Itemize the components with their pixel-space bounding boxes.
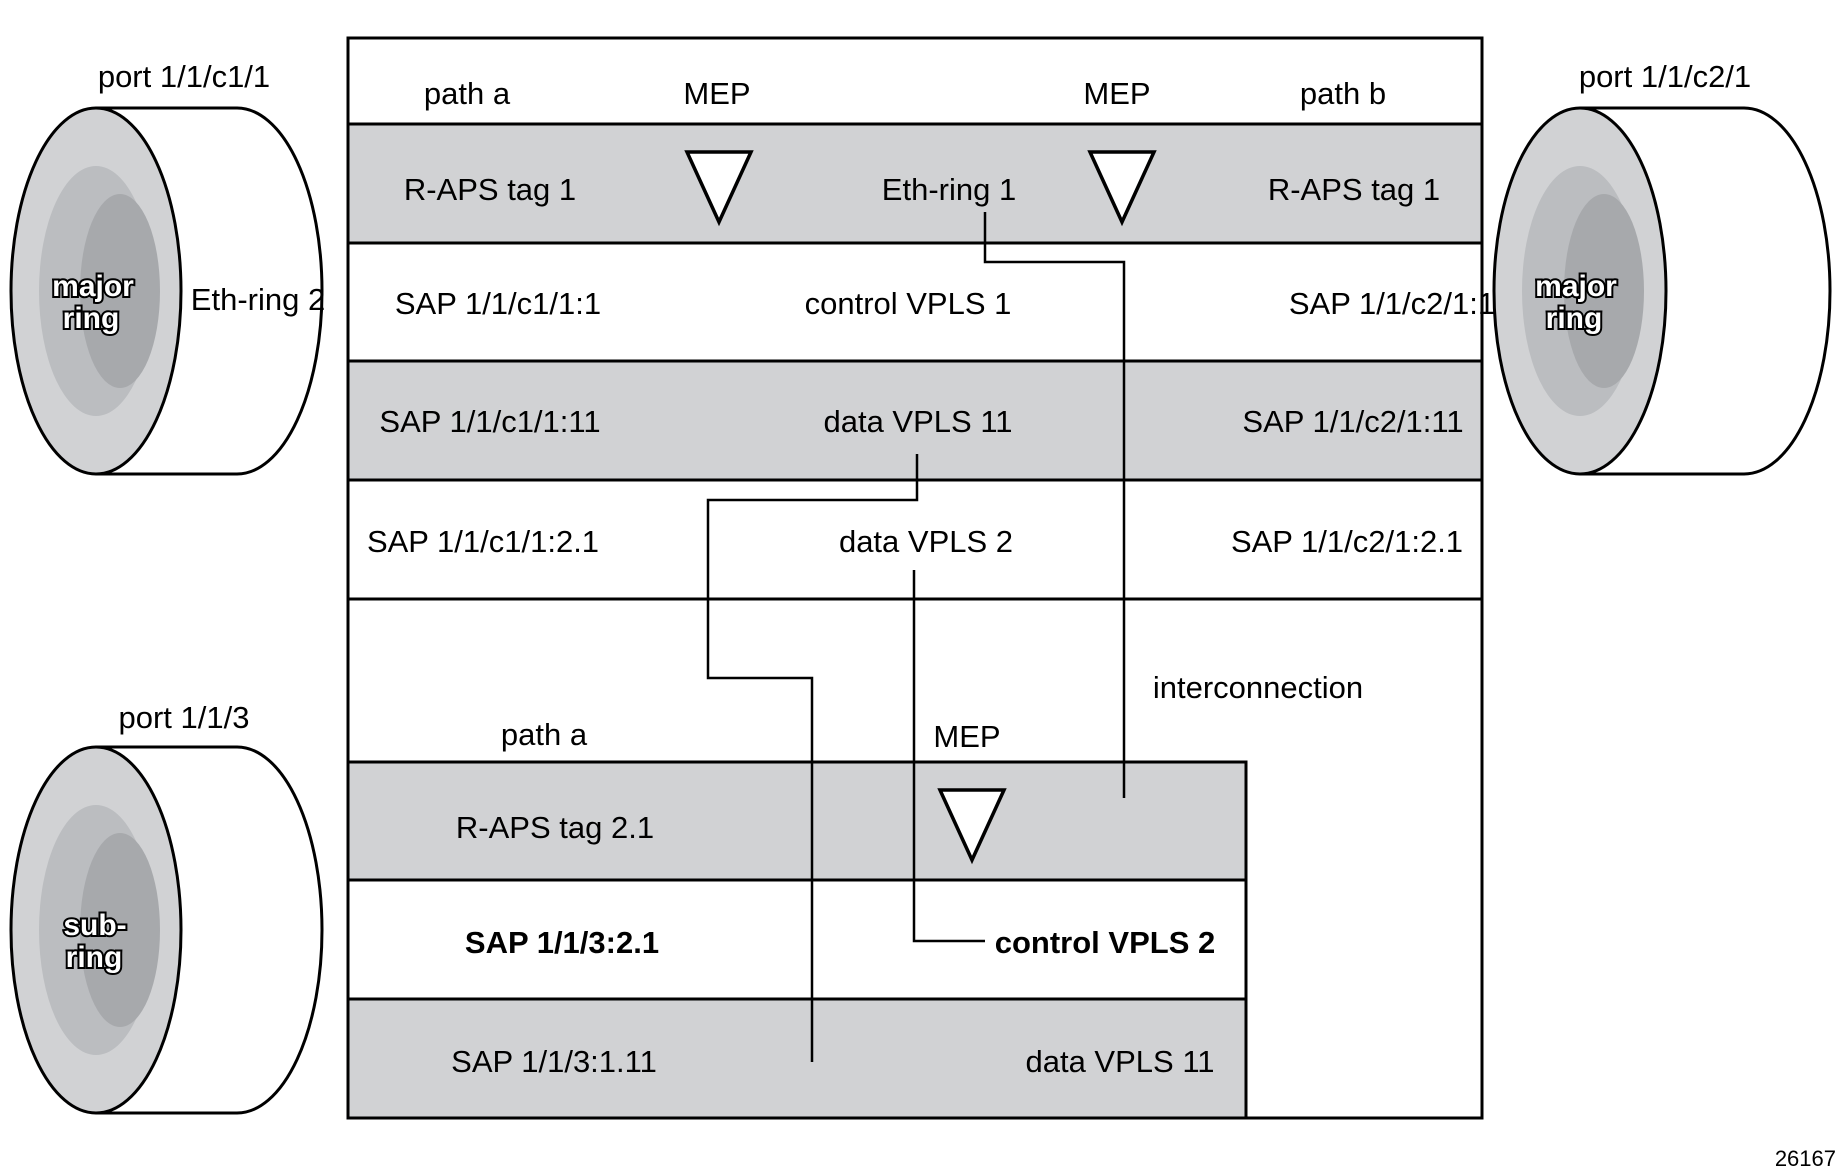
major-mep-left-label: MEP bbox=[683, 76, 750, 111]
row1-right: R-APS tag 1 bbox=[1268, 172, 1440, 207]
major-path-b-label: path b bbox=[1300, 76, 1386, 111]
major-mep-right-label: MEP bbox=[1083, 76, 1150, 111]
row1-left: R-APS tag 1 bbox=[404, 172, 576, 207]
mep-sub-triangle-icon bbox=[937, 788, 1007, 865]
cylinder-sub-label-line2: ring bbox=[66, 941, 123, 974]
band-sub-data-vpls-11 bbox=[346, 997, 1248, 1120]
sub-row2-left: SAP 1/1/3:2.1 bbox=[465, 925, 659, 960]
row4-right: SAP 1/1/c2/1:2.1 bbox=[1231, 524, 1463, 559]
sub-path-a-label: path a bbox=[501, 717, 588, 752]
cylinder-left-label-line2: ring bbox=[63, 302, 120, 335]
port-1-1-c1-1-label: port 1/1/c1/1 bbox=[98, 59, 270, 94]
band-raps-tag-2-1 bbox=[346, 760, 1248, 882]
sub-mep-label: MEP bbox=[933, 719, 1000, 754]
major-path-a-label: path a bbox=[424, 76, 511, 111]
cylinder-right-label-line2: ring bbox=[1546, 302, 1603, 335]
cylinder-major-ring-right: major ring bbox=[1492, 106, 1832, 476]
cylinder-right-label-line1: major bbox=[1535, 270, 1617, 303]
port-1-1-3-label: port 1/1/3 bbox=[119, 700, 250, 735]
row2-center: control VPLS 1 bbox=[805, 286, 1012, 321]
port-1-1-c2-1-label: port 1/1/c2/1 bbox=[1579, 59, 1751, 94]
interconnection-label: interconnection bbox=[1153, 670, 1363, 705]
cylinder-sub-label-line1: sub- bbox=[63, 909, 126, 942]
row3-right: SAP 1/1/c2/1:11 bbox=[1242, 404, 1463, 439]
band-data-vpls-11 bbox=[346, 359, 1484, 482]
sub-row3-right: data VPLS 11 bbox=[1025, 1044, 1214, 1079]
connector-eth-ring-1-to-sub bbox=[983, 212, 1126, 798]
row4-left: SAP 1/1/c1/1:2.1 bbox=[367, 524, 599, 559]
mep-left-triangle-icon bbox=[684, 150, 754, 227]
connector-data-vpls-11-to-sub bbox=[706, 454, 919, 1062]
figure-id: 26167 bbox=[1775, 1146, 1836, 1171]
connector-data-vpls-2-to-control-vpls-2 bbox=[912, 570, 985, 943]
eth-ring-2-label: Eth-ring 2 bbox=[191, 282, 325, 317]
row4-center: data VPLS 2 bbox=[839, 524, 1013, 559]
cylinder-major-ring-left: major ring bbox=[9, 106, 324, 476]
row2-right: SAP 1/1/c2/1:1 bbox=[1289, 286, 1495, 321]
row2-left: SAP 1/1/c1/1:1 bbox=[395, 286, 601, 321]
sub-row3-left: SAP 1/1/3:1.11 bbox=[451, 1044, 657, 1079]
row3-left: SAP 1/1/c1/1:11 bbox=[379, 404, 600, 439]
row1-center: Eth-ring 1 bbox=[882, 172, 1016, 207]
band-control-vpls-1 bbox=[346, 241, 1484, 363]
cylinder-sub-ring: sub- ring bbox=[9, 745, 324, 1115]
sub-row1-left: R-APS tag 2.1 bbox=[456, 810, 654, 845]
band-raps-tag-1 bbox=[346, 122, 1484, 245]
sub-row2-right: control VPLS 2 bbox=[995, 925, 1215, 960]
mep-right-triangle-icon bbox=[1087, 150, 1157, 227]
cylinder-left-label-line1: major bbox=[52, 270, 134, 303]
row3-center: data VPLS 11 bbox=[823, 404, 1012, 439]
